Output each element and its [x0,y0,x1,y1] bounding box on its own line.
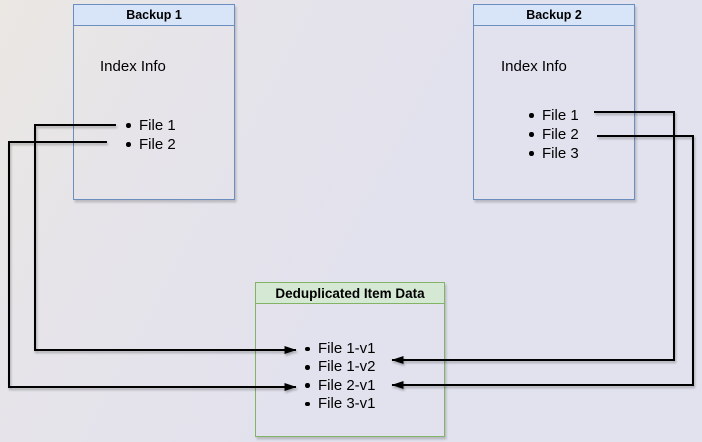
backup1-title: Backup 1 [74,5,234,26]
backup2-index-info-label: Index Info [501,58,567,75]
file-list-item: File 1-v1 [300,340,376,358]
file-list-item: File 1-v2 [300,358,376,376]
file-list-item: File 1 [524,106,579,125]
backup2-file-list: File 1 File 2 File 3 [524,106,579,163]
file-list-item: File 2 [524,125,579,144]
file-list-item: File 3-v1 [300,395,376,413]
file-list-item: File 2-v1 [300,377,376,395]
backup1-node: Backup 1 [73,4,235,200]
file-list-item: File 3 [524,144,579,163]
backup2-node: Backup 2 [473,4,635,200]
backup2-title: Backup 2 [474,5,634,26]
backup1-index-info-label: Index Info [100,58,166,75]
backup1-file-list: File 1 File 2 [121,116,176,154]
dedup-item-list: File 1-v1 File 1-v2 File 2-v1 File 3-v1 [300,340,376,413]
dedup-title: Deduplicated Item Data [256,283,444,304]
file-list-item: File 2 [121,135,176,154]
file-list-item: File 1 [121,116,176,135]
